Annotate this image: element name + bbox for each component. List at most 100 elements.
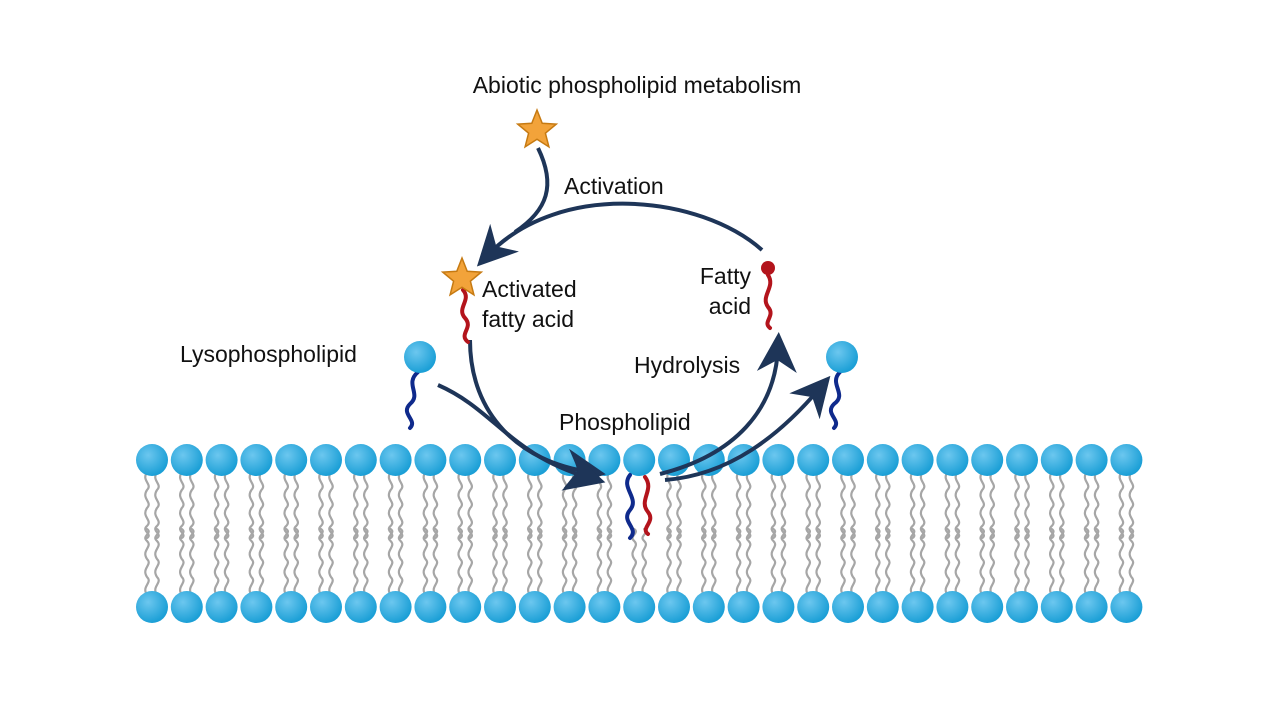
membrane-tail xyxy=(666,527,672,597)
membrane-head xyxy=(936,591,969,623)
membrane-head xyxy=(658,591,690,623)
membrane-head xyxy=(310,444,342,476)
membrane-head xyxy=(1040,591,1073,623)
membrane-tail xyxy=(363,470,369,540)
activated-fatty-acid-label-line1: Activated xyxy=(482,276,577,302)
membrane-head xyxy=(275,444,308,476)
fatty-acid-label-line1: Fatty xyxy=(700,263,752,289)
membrane-tail xyxy=(840,470,846,540)
membrane-tail xyxy=(457,527,463,597)
membrane-tail xyxy=(248,470,255,540)
membrane-tail xyxy=(1128,470,1135,540)
membrane-tail xyxy=(1118,527,1125,597)
membrane-head xyxy=(588,591,621,623)
metabolic-cycle xyxy=(437,147,831,491)
membrane-tail xyxy=(989,527,995,597)
membrane-head xyxy=(797,444,830,476)
membrane-tail xyxy=(502,470,508,540)
membrane-tail xyxy=(328,470,334,540)
membrane-tail xyxy=(596,527,603,597)
membrane-tail xyxy=(387,470,394,540)
membrane-head xyxy=(1006,444,1038,476)
membrane-head xyxy=(414,444,447,476)
membrane-tail xyxy=(397,527,404,597)
membrane-tail xyxy=(258,527,265,597)
lysophospholipid-incoming-head xyxy=(404,341,436,373)
membrane-tail xyxy=(815,470,821,540)
membrane-head xyxy=(762,444,795,476)
membrane-head xyxy=(866,444,899,476)
lysophospholipid-release-arrow xyxy=(664,375,831,482)
membrane-tail xyxy=(248,527,255,597)
hydrolysis-arrow xyxy=(659,332,797,476)
membrane-tail xyxy=(179,527,185,597)
membrane-head xyxy=(1075,444,1108,476)
membrane-tail xyxy=(422,527,429,597)
membrane-tail xyxy=(363,527,369,597)
membrane-tail xyxy=(223,470,230,540)
membrane-head xyxy=(866,591,899,623)
membrane-head xyxy=(1110,591,1143,623)
membrane-tail xyxy=(1118,470,1125,540)
membrane-head xyxy=(240,444,273,476)
inserted-red-tail xyxy=(642,475,653,536)
membrane-tail xyxy=(457,470,463,540)
membrane-tail xyxy=(527,470,533,540)
membrane-head xyxy=(170,444,203,476)
membrane-tail xyxy=(805,527,811,597)
membrane-head xyxy=(1006,591,1038,623)
lipid-bilayer-membrane xyxy=(136,444,1143,623)
membrane-tail xyxy=(144,527,150,597)
membrane-tail xyxy=(492,470,498,540)
membrane-tail xyxy=(944,470,951,540)
activated-fatty-acid xyxy=(440,255,484,344)
membrane-tail xyxy=(467,470,473,540)
activated-fatty-acid-tail xyxy=(460,288,470,344)
membrane-head xyxy=(449,444,482,476)
membrane-tail xyxy=(944,527,951,597)
activator-star-icon xyxy=(515,107,559,149)
membrane-tail xyxy=(745,527,752,597)
phospholipid-label: Phospholipid xyxy=(559,409,691,435)
fatty-acid xyxy=(761,261,775,330)
membrane-tail xyxy=(1083,470,1090,540)
lysophospholipid-arrow xyxy=(437,383,606,491)
membrane-head xyxy=(136,591,168,623)
activation-label: Activation xyxy=(564,173,664,199)
membrane-tail xyxy=(909,470,916,540)
membrane-tail xyxy=(189,527,195,597)
membrane-tail xyxy=(432,470,439,540)
fatty-acid-label-line2: acid xyxy=(709,293,751,319)
membrane-tail xyxy=(909,527,916,597)
membrane-tail xyxy=(815,527,821,597)
membrane-tail xyxy=(676,527,682,597)
membrane-tail xyxy=(840,527,846,597)
membrane-tail xyxy=(805,470,811,540)
membrane-head xyxy=(692,591,725,623)
membrane-tail xyxy=(1024,470,1030,540)
membrane-tail xyxy=(676,470,682,540)
membrane-tail xyxy=(701,470,707,540)
membrane-head xyxy=(484,444,516,476)
membrane-head xyxy=(344,444,377,476)
membrane-tail xyxy=(780,527,787,597)
membrane-head xyxy=(414,591,447,623)
membrane-head xyxy=(379,591,412,623)
membrane-tail xyxy=(223,527,230,597)
membrane-tail xyxy=(571,527,578,597)
membrane-head xyxy=(136,444,168,476)
membrane-tail xyxy=(293,470,299,540)
membrane-tail xyxy=(283,470,289,540)
membrane-head xyxy=(240,591,273,623)
membrane-tail xyxy=(631,527,637,597)
membrane-tail xyxy=(189,470,195,540)
membrane-tail xyxy=(213,470,220,540)
membrane-head xyxy=(205,444,238,476)
membrane-head xyxy=(901,444,934,476)
membrane-head xyxy=(484,591,516,623)
lysophospholipid-released-head xyxy=(826,341,858,373)
membrane-tail xyxy=(735,527,742,597)
membrane-tail xyxy=(711,470,717,540)
membrane-head xyxy=(762,591,795,623)
